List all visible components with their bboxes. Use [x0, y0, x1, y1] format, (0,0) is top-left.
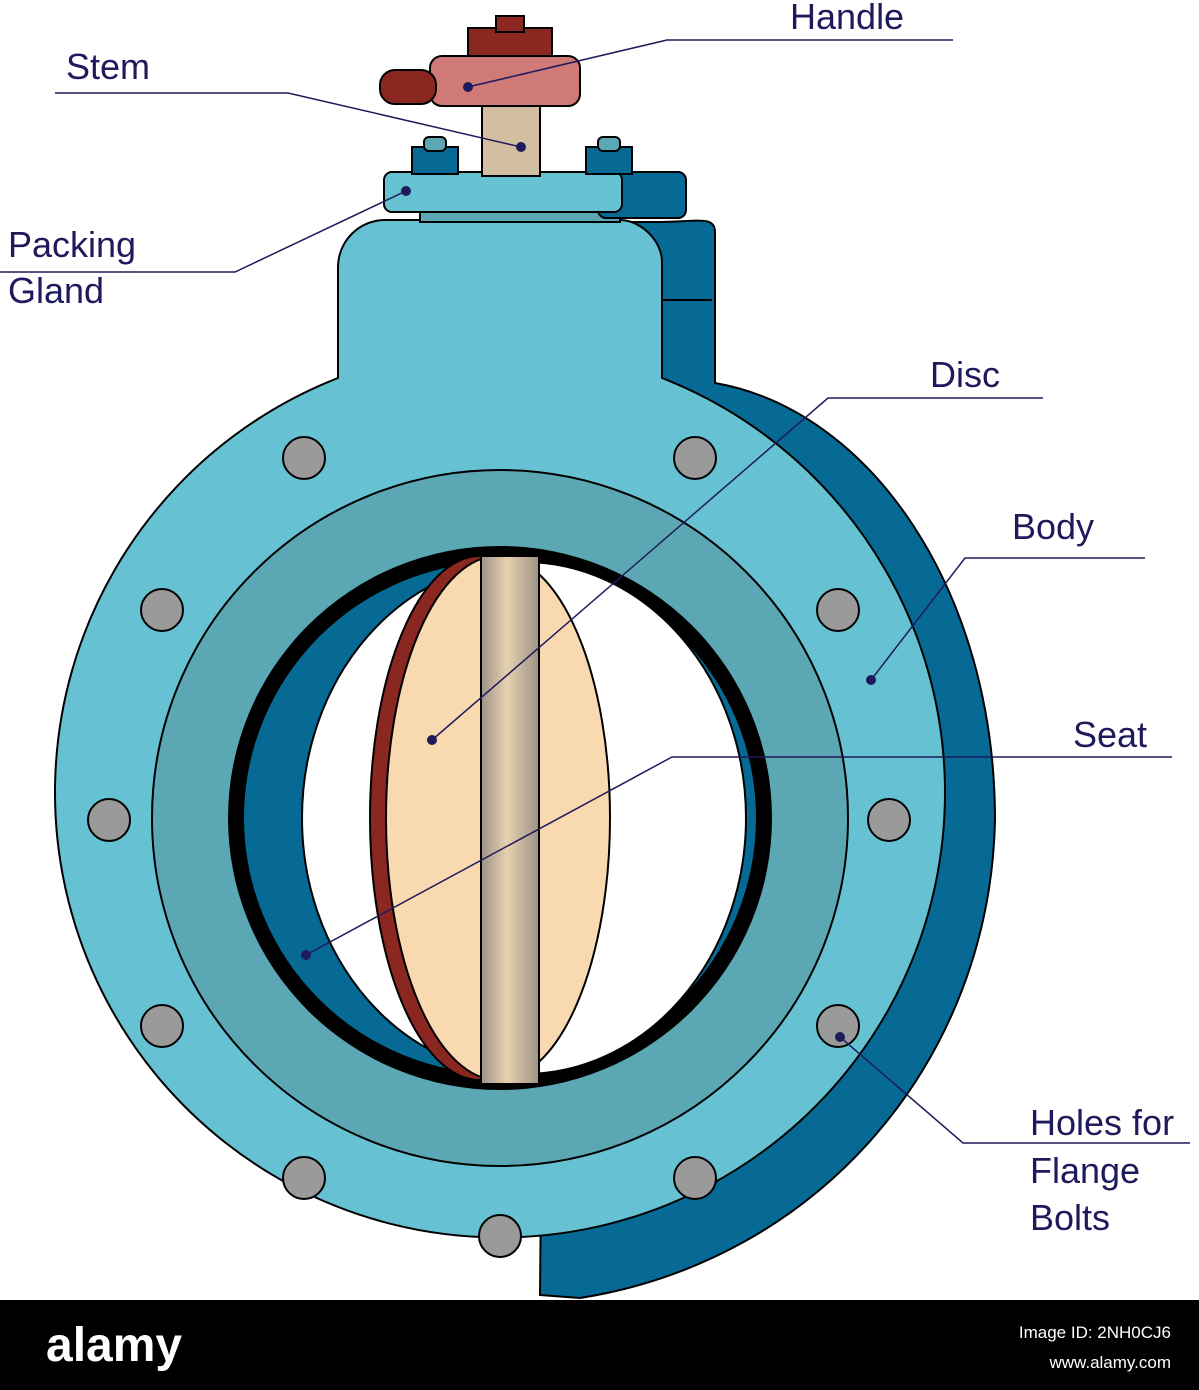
label-body: Body: [1012, 506, 1095, 547]
packing-gland-leader: [0, 190, 407, 273]
label-stem: Stem: [66, 46, 151, 87]
bolt-hole: [282, 436, 326, 480]
image-id-text: Image ID: 2NH0CJ6: [1018, 1323, 1171, 1342]
bolt-hole: [87, 798, 131, 842]
label-seat: Seat: [1073, 714, 1148, 755]
bolt-hole: [867, 798, 911, 842]
stem-leader: [55, 92, 522, 148]
label-packing-gland-line1: Packing: [8, 224, 137, 265]
stock-logo: alamy: [46, 1319, 183, 1372]
holes-leader: [839, 1036, 1190, 1144]
bolt-hole: [140, 588, 184, 632]
bolt-hole: [673, 1156, 717, 1200]
butterfly-valve-diagram: [0, 15, 1190, 1300]
bolt-hole: [478, 1214, 522, 1258]
label-holes-line3: Bolts: [1030, 1197, 1111, 1238]
bolt-hole: [816, 1004, 860, 1048]
stock-image-id: Image ID: 2NH0CJ6 www.alamy.com: [1019, 1318, 1171, 1378]
stem: [481, 95, 541, 177]
bolt-hole: [140, 1004, 184, 1048]
label-packing-gland-line2: Gland: [8, 270, 105, 311]
bolt-holes: [87, 436, 911, 1258]
packing-gland: [383, 136, 687, 223]
disc-stem: [480, 555, 540, 1085]
bolt-hole: [816, 588, 860, 632]
handle: [379, 15, 581, 107]
label-holes-line2: Flange: [1030, 1150, 1141, 1191]
site-url-text: www.alamy.com: [1049, 1353, 1171, 1372]
bolt-hole: [673, 436, 717, 480]
leader-lines: [0, 39, 1190, 1144]
bolt-hole: [282, 1156, 326, 1200]
label-disc: Disc: [930, 354, 1000, 395]
disc-leader: [431, 397, 1043, 741]
stock-watermark-bar: [0, 1300, 1199, 1390]
body-leader: [870, 557, 1145, 681]
seat-leader: [305, 756, 1172, 956]
handle-leader: [467, 39, 953, 88]
label-handle: Handle: [790, 0, 905, 37]
leader-dots: [301, 82, 876, 1042]
label-holes-line1: Holes for: [1030, 1102, 1175, 1143]
